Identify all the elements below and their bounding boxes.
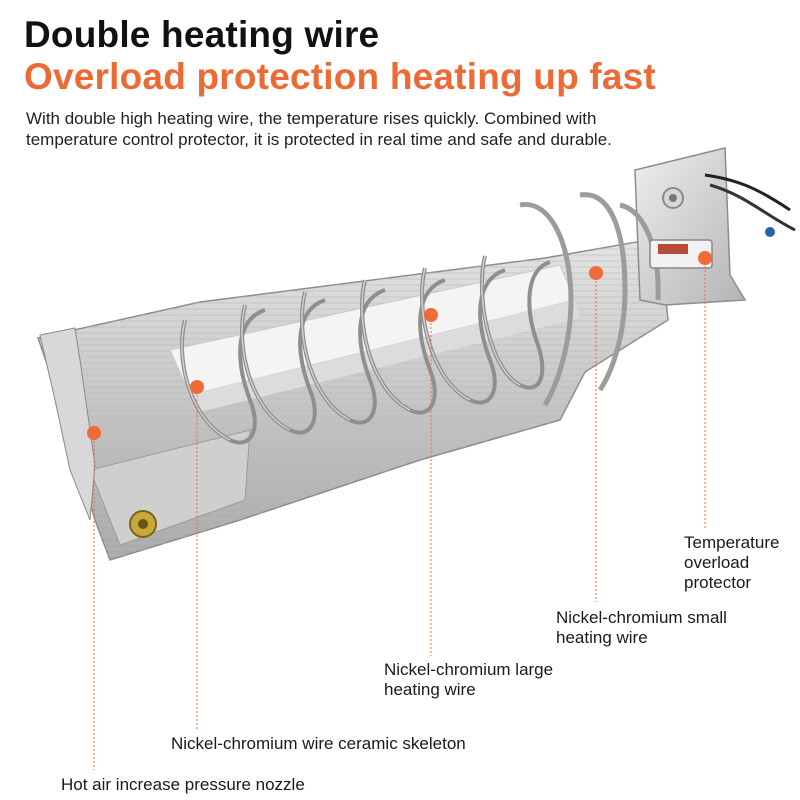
- overload-protector: [649, 173, 796, 269]
- marker-overload-protector: [698, 251, 712, 265]
- description-line-1: With double high heating wire, the tempe…: [26, 109, 597, 128]
- callout-overload-protector: Temperature overload protector: [684, 533, 779, 593]
- callout-large-wire: Nickel-chromium large heating wire: [384, 660, 553, 700]
- product-description: With double high heating wire, the tempe…: [26, 108, 766, 150]
- marker-nozzle: [87, 426, 101, 440]
- callout-large-wire-line-1: Nickel-chromium large: [384, 660, 554, 679]
- callout-lines: [93, 258, 706, 770]
- callout-overload-protector-line-1: Temperature: [684, 533, 780, 552]
- marker-ceramic-skeleton: [190, 380, 204, 394]
- callout-ceramic-skeleton-line-1: Nickel-chromium wire ceramic skeleton: [171, 734, 466, 753]
- page-subtitle: Overload protection heating up fast: [24, 56, 656, 97]
- marker-large-wire: [424, 308, 438, 322]
- callout-large-wire-line-2: heating wire: [384, 680, 476, 699]
- callout-overload-protector-line-3: protector: [684, 573, 752, 592]
- callout-small-wire-line-2: heating wire: [556, 628, 648, 647]
- large-heating-wire-detail: [181, 255, 521, 441]
- callout-nozzle: Hot air increase pressure nozzle: [61, 775, 305, 795]
- small-heating-wire: [519, 192, 661, 407]
- page-title: Double heating wire: [24, 14, 380, 55]
- callout-nozzle-line-1: Hot air increase pressure nozzle: [61, 775, 305, 794]
- marker-small-wire: [589, 266, 603, 280]
- callout-small-wire: Nickel-chromium small heating wire: [556, 608, 727, 648]
- callout-small-wire-line-1: Nickel-chromium small: [556, 608, 727, 627]
- callout-ceramic-skeleton: Nickel-chromium wire ceramic skeleton: [171, 734, 466, 754]
- description-line-2: temperature control protector, it is pro…: [26, 130, 612, 149]
- callout-overload-protector-line-2: overload: [684, 553, 750, 572]
